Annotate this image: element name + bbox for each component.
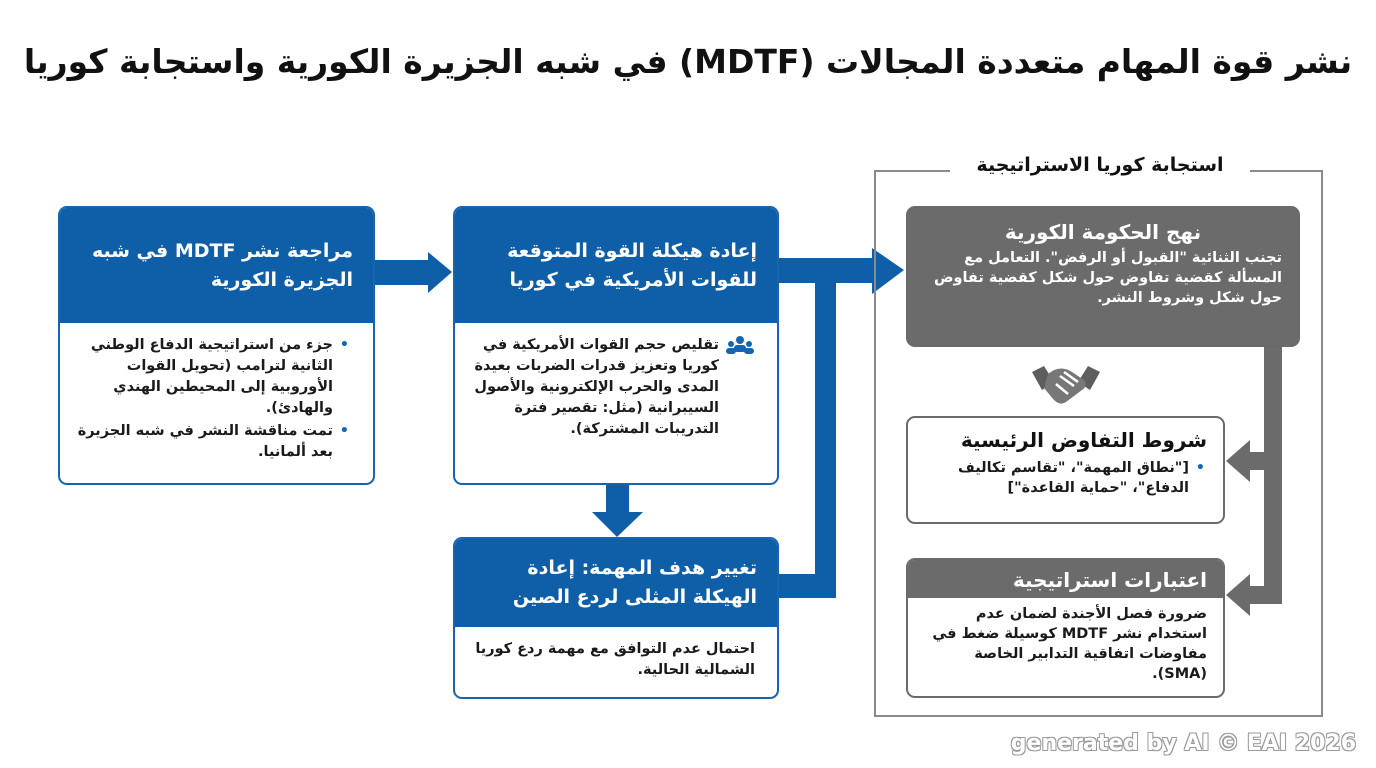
- approach-body: تجنب الثنائية "القبول أو الرفض". التعامل…: [933, 250, 1282, 306]
- mission-header: تغيير هدف المهمة: إعادة الهيكلة المثلى ل…: [455, 539, 777, 627]
- korea-panel-title: استجابة كوريا الاستراتيجية: [950, 154, 1250, 176]
- mission-body: احتمال عدم التوافق مع مهمة ردع كوريا الش…: [475, 641, 755, 678]
- considerations-header: اعتبارات استراتيجية: [908, 560, 1223, 598]
- review-bullets: جزء من استراتيجية الدفاع الوطني الثانية …: [74, 335, 351, 463]
- review-header: مراجعة نشر MDTF في شبه الجزيرة الكورية: [60, 208, 373, 323]
- terms-bullet: ["نطاق المهمة"، "تقاسم تكاليف الدفاع"، "…: [924, 458, 1205, 498]
- page-title: نشر قوة المهام متعددة المجالات (MDTF) في…: [23, 42, 1353, 81]
- terms-card: شروط التفاوض الرئيسية ["نطاق المهمة"، "ت…: [906, 416, 1225, 524]
- restructure-body: تقليص حجم القوات الأمريكية في كوريا وتعز…: [474, 337, 719, 437]
- terms-header: شروط التفاوض الرئيسية: [960, 428, 1207, 452]
- people-group-icon: [725, 335, 755, 440]
- review-bullet: تمت مناقشة النشر في شبه الجزيرة بعد ألما…: [74, 421, 349, 463]
- handshake-icon: [1030, 358, 1102, 414]
- watermark: generated by AI © EAI 2026: [1010, 731, 1356, 756]
- restructure-header: إعادة هيكلة القوة المتوقعة للقوات الأمري…: [455, 208, 777, 323]
- review-card: مراجعة نشر MDTF في شبه الجزيرة الكورية ج…: [58, 206, 375, 485]
- restructure-card: إعادة هيكلة القوة المتوقعة للقوات الأمري…: [453, 206, 779, 485]
- considerations-card: اعتبارات استراتيجية ضرورة فصل الأجندة لض…: [906, 558, 1225, 698]
- approach-card: نهج الحكومة الكورية تجنب الثنائية "القبو…: [906, 206, 1300, 347]
- mission-card: تغيير هدف المهمة: إعادة الهيكلة المثلى ل…: [453, 537, 779, 699]
- review-bullet: جزء من استراتيجية الدفاع الوطني الثانية …: [74, 335, 349, 419]
- approach-header: نهج الحكومة الكورية: [908, 208, 1298, 244]
- considerations-body: ضرورة فصل الأجندة لضمان عدم استخدام نشر …: [932, 606, 1207, 682]
